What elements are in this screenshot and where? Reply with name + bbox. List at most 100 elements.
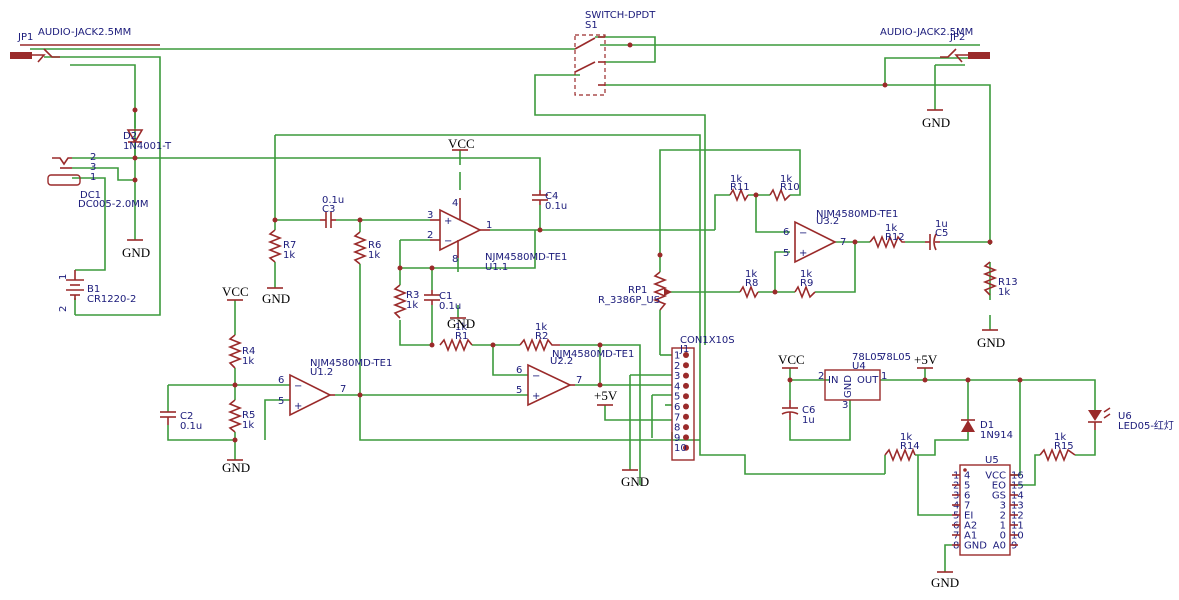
u3-2-value: NJM4580MD-TE1 (816, 209, 898, 220)
svg-text:−: − (532, 371, 540, 382)
c4-value: 0.1u (545, 201, 567, 212)
u1-2-pin-6: 6 (278, 375, 284, 386)
j1-pin-dot (683, 372, 689, 379)
u4-value: 78L05 (852, 352, 883, 363)
resistor-r10: R10 1k (769, 174, 800, 203)
svg-text:−: − (799, 228, 807, 239)
j1-pin-number: 8 (674, 423, 680, 434)
j1-pin-dot (683, 362, 689, 369)
j1-pin-number: 4 (674, 381, 680, 392)
u5-right-pin-number: 16 (1011, 471, 1024, 482)
u6-ref: U6 (1118, 411, 1132, 422)
plus5v-label-mid: +5V (594, 388, 618, 403)
resistor-r8: R8 1k (739, 269, 759, 300)
led-u6: U6 LED05-红灯 (1088, 407, 1174, 432)
jp2-ref: JP2 (949, 32, 965, 43)
u5-left-pin-name: EI (964, 511, 973, 522)
r12-ref: R12 (885, 232, 905, 243)
r12-value: 1k (885, 223, 897, 234)
r13-value: 1k (998, 287, 1010, 298)
resistor-r12: R12 1k (869, 223, 905, 250)
capacitor-c5: C5 1u (925, 219, 948, 251)
vcc-label-left: VCC (222, 284, 249, 299)
j1-pin-number: 5 (674, 392, 680, 403)
r13-ref: R13 (998, 277, 1018, 288)
c6-ref: C6 (802, 405, 815, 416)
r9-ref: R9 (800, 278, 813, 289)
resistor-r9: R9 1k (794, 269, 816, 300)
u5-left-pin-number: 1 (953, 471, 959, 482)
s1-value: SWITCH-DPDT (585, 10, 656, 21)
opamp-u1-2: − + 6 5 7 NJM4580MD-TE1 U1.2 (278, 358, 392, 417)
r2-ref: R2 (535, 331, 548, 342)
c4-ref: C4 (545, 191, 558, 202)
r4-value: 1k (242, 356, 254, 367)
c2-value: 0.1u (180, 421, 202, 432)
u3-2-pin-5: 5 (783, 248, 789, 259)
capacitor-c1: C1 0.1u (424, 290, 461, 312)
r10-value: 1k (780, 174, 792, 185)
capacitor-c6: C6 1u (781, 400, 815, 426)
regulator-u4: IN OUT GND 2 1 3 78L05 78L05 U4 (818, 352, 911, 411)
r11-ref: R11 (730, 182, 750, 193)
c2-ref: C2 (180, 411, 193, 422)
j1-pin-dot (683, 444, 689, 451)
resistor-r7: R7 1k (267, 229, 296, 263)
u6-value: LED05-红灯 (1118, 419, 1174, 432)
u5-left-pin-name: 7 (964, 501, 970, 512)
u5-left-pin-name: GND (964, 541, 987, 552)
wires (30, 36, 1096, 572)
r15-value: 1k (1054, 432, 1066, 443)
u5-left-pin-number: 4 (953, 501, 959, 512)
j1-pin-number: 6 (674, 402, 680, 413)
u5-left-pin-name: 6 (964, 491, 970, 502)
dc-jack-dc1: 2 3 1 DC1 DC005-2.0MM (47, 152, 149, 210)
potentiometer-rp1: RP1 R_3386P_US (598, 271, 672, 311)
r3-value: 1k (406, 300, 418, 311)
jp1-ref: JP1 (17, 32, 33, 43)
resistor-r15: R15 1k (1039, 432, 1076, 463)
u2-2-value: NJM4580MD-TE1 (552, 349, 634, 360)
r8-ref: R8 (745, 278, 758, 289)
u1-2-pin-7: 7 (340, 384, 346, 395)
j1-pin-dot (683, 403, 689, 410)
gnd-label-3: GND (447, 316, 475, 331)
svg-text:+: + (294, 401, 302, 412)
r9-value: 1k (800, 269, 812, 280)
opamp-u3-2: − + 6 5 7 NJM4580MD-TE1 U3.2 (783, 209, 898, 264)
u1-1-pin-1: 1 (486, 220, 492, 231)
u5-right-pin-number: 11 (1011, 521, 1024, 532)
u3-2-pin-7: 7 (840, 237, 846, 248)
u2-2-pin-6: 6 (516, 365, 522, 376)
u1-1-pin-4: 4 (452, 198, 458, 209)
r7-value: 1k (283, 250, 295, 261)
r5-value: 1k (242, 420, 254, 431)
j1-pin-dot (683, 413, 689, 420)
u5-right-pin-number: 15 (1011, 481, 1024, 492)
j1-pin-dot (683, 434, 689, 441)
c1-ref: C1 (439, 291, 452, 302)
u4-value-2: 78L05 (880, 352, 911, 363)
junctions (132, 42, 1023, 443)
audio-jack-jp2: JP2 AUDIO-JACK2.5MM (880, 27, 990, 63)
gnd-label-6: GND (922, 115, 950, 130)
jp2-value: AUDIO-JACK2.5MM (880, 27, 973, 38)
u5-right-pin-name: 2 (1000, 511, 1006, 522)
u4-pin-1: 1 (881, 371, 887, 382)
r14-value: 1k (900, 432, 912, 443)
u4-pin-3: 3 (842, 400, 848, 411)
j1-pin-number: 10 (674, 443, 687, 454)
u2-2-ref: U2.2 (550, 356, 573, 367)
resistor-r13: R13 1k (982, 261, 1018, 298)
u4-ref: U4 (852, 361, 866, 372)
u5-left-pin-name: A1 (964, 531, 977, 542)
resistor-r1: R1 1k (439, 322, 473, 353)
u5-left-pin-name: 5 (964, 481, 970, 492)
resistor-r3: R3 1k (392, 284, 419, 319)
u4-gnd-label: GND (843, 375, 854, 398)
audio-jack-jp1: JP1 AUDIO-JACK2.5MM (10, 27, 160, 63)
c5-value: 1u (935, 219, 948, 230)
power-symbols: VCC VCC VCC +5V +5V GND GND GND GND GND … (122, 109, 1005, 590)
svg-text:+: + (444, 216, 452, 227)
